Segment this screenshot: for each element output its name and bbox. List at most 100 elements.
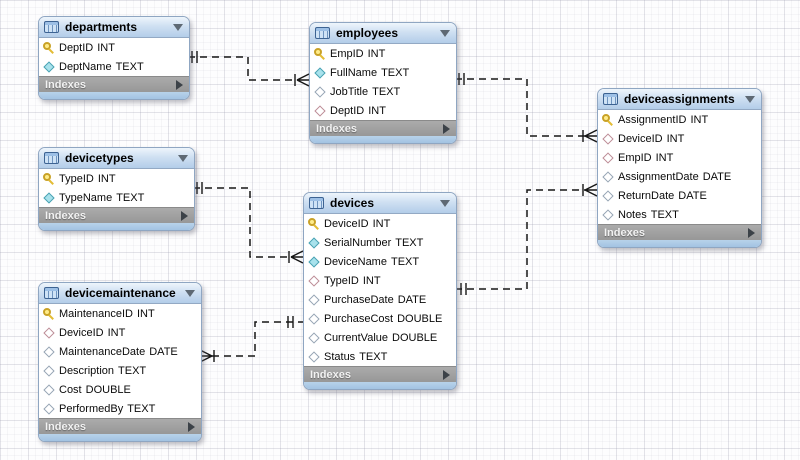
- column-row[interactable]: EmpID INT: [598, 148, 761, 167]
- collapse-arrow-icon[interactable]: [745, 95, 755, 103]
- relationship-devicetypes-devices[interactable]: [193, 182, 304, 264]
- column-name: Description: [59, 364, 115, 377]
- column-row[interactable]: Cost DOUBLE: [39, 380, 201, 399]
- indexes-bar[interactable]: Indexes: [598, 224, 761, 240]
- relationship-departments-employees[interactable]: [188, 51, 310, 87]
- collapse-arrow-icon[interactable]: [178, 154, 188, 162]
- collapse-arrow-icon[interactable]: [185, 289, 195, 297]
- column-type: INT: [367, 47, 386, 60]
- relationship-devices-deviceassignments[interactable]: [455, 183, 598, 295]
- primary-key-icon: [314, 48, 325, 59]
- table-header[interactable]: devicetypes: [39, 148, 194, 169]
- collapse-arrow-icon[interactable]: [440, 199, 450, 207]
- column-type: TEXT: [395, 236, 424, 249]
- column-list: DeptID INT DeptName TEXT: [39, 38, 189, 76]
- expand-arrow-icon[interactable]: [443, 369, 450, 380]
- column-notnull-icon: [308, 256, 319, 267]
- column-row[interactable]: EmpID INT: [310, 44, 456, 63]
- expand-arrow-icon[interactable]: [748, 227, 755, 238]
- column-row[interactable]: DeptName TEXT: [39, 57, 189, 76]
- expand-arrow-icon[interactable]: [176, 79, 183, 90]
- column-row[interactable]: TypeName TEXT: [39, 188, 194, 207]
- column-name: ReturnDate: [618, 189, 675, 202]
- column-row[interactable]: ReturnDate DATE: [598, 186, 761, 205]
- relationship-devices-devicemaintenance[interactable]: [199, 316, 303, 363]
- table-devices[interactable]: devices DeviceID INT SerialNumber TEXT: [303, 192, 457, 390]
- column-row[interactable]: TypeID INT: [304, 271, 456, 290]
- foreign-key-icon: [43, 327, 54, 338]
- primary-key-icon: [308, 218, 319, 229]
- column-type: INT: [368, 104, 386, 117]
- column-name: Cost: [59, 383, 82, 396]
- table-devicetypes[interactable]: devicetypes TypeID INT TypeName TEXT Ind…: [38, 147, 195, 231]
- column-row[interactable]: FullName TEXT: [310, 63, 456, 82]
- column-list: DeviceID INT SerialNumber TEXT DeviceNam…: [304, 214, 456, 366]
- table-title: devicetypes: [65, 151, 134, 165]
- column-row[interactable]: DeviceID INT: [39, 323, 201, 342]
- indexes-bar[interactable]: Indexes: [39, 76, 189, 92]
- table-header[interactable]: deviceassignments: [598, 89, 761, 110]
- indexes-bar[interactable]: Indexes: [304, 366, 456, 382]
- table-header[interactable]: devicemaintenance: [39, 283, 201, 304]
- table-header[interactable]: devices: [304, 193, 456, 214]
- expand-arrow-icon[interactable]: [181, 210, 188, 221]
- column-row[interactable]: AssignmentID INT: [598, 110, 761, 129]
- column-row[interactable]: Description TEXT: [39, 361, 201, 380]
- table-employees[interactable]: employees EmpID INT FullName TEXT: [309, 22, 457, 144]
- column-name: DeviceName: [324, 255, 387, 268]
- column-row[interactable]: DeptID INT: [39, 38, 189, 57]
- column-name: EmpID: [618, 151, 652, 164]
- column-row[interactable]: DeviceID INT: [598, 129, 761, 148]
- table-footer-strip: [39, 434, 201, 441]
- column-row[interactable]: SerialNumber TEXT: [304, 233, 456, 252]
- column-type: INT: [137, 307, 155, 320]
- column-row[interactable]: TypeID INT: [39, 169, 194, 188]
- column-type: TEXT: [115, 60, 144, 73]
- table-header[interactable]: departments: [39, 17, 189, 38]
- indexes-bar[interactable]: Indexes: [39, 418, 201, 434]
- relationship-employees-deviceassignments[interactable]: [455, 73, 598, 143]
- collapse-arrow-icon[interactable]: [173, 23, 183, 31]
- column-name: JobTitle: [330, 85, 369, 98]
- column-name: DeptName: [59, 60, 112, 73]
- expand-arrow-icon[interactable]: [443, 123, 450, 134]
- indexes-bar[interactable]: Indexes: [39, 207, 194, 223]
- column-list: MaintenanceID INT DeviceID INT Maintenan…: [39, 304, 201, 418]
- column-name: PerformedBy: [59, 402, 124, 415]
- column-name: Notes: [618, 208, 647, 221]
- column-type: DOUBLE: [85, 383, 131, 396]
- column-type: INT: [666, 132, 685, 145]
- column-row[interactable]: DeptID INT: [310, 101, 456, 120]
- column-row[interactable]: CurrentValue DOUBLE: [304, 328, 456, 347]
- table-departments[interactable]: departments DeptID INT DeptName TEXT Ind…: [38, 16, 190, 100]
- indexes-label: Indexes: [45, 78, 86, 91]
- indexes-label: Indexes: [316, 122, 357, 135]
- column-row[interactable]: AssignmentDate DATE: [598, 167, 761, 186]
- column-row[interactable]: Notes TEXT: [598, 205, 761, 224]
- column-row[interactable]: MaintenanceDate DATE: [39, 342, 201, 361]
- expand-arrow-icon[interactable]: [188, 421, 195, 432]
- column-row[interactable]: PurchaseDate DATE: [304, 290, 456, 309]
- collapse-arrow-icon[interactable]: [440, 29, 450, 37]
- table-header[interactable]: employees: [310, 23, 456, 44]
- table-deviceassignments[interactable]: deviceassignments AssignmentID INT Devic…: [597, 88, 762, 248]
- column-row[interactable]: MaintenanceID INT: [39, 304, 201, 323]
- column-name: TypeID: [59, 172, 94, 185]
- column-row[interactable]: PurchaseCost DOUBLE: [304, 309, 456, 328]
- indexes-bar[interactable]: Indexes: [310, 120, 456, 136]
- column-row[interactable]: DeviceID INT: [304, 214, 456, 233]
- table-icon: [44, 21, 59, 33]
- column-type: DATE: [678, 189, 707, 202]
- column-nullable-icon: [308, 332, 319, 343]
- column-row[interactable]: Status TEXT: [304, 347, 456, 366]
- table-title: devicemaintenance: [65, 286, 176, 300]
- column-name: TypeID: [324, 274, 359, 287]
- column-row[interactable]: JobTitle TEXT: [310, 82, 456, 101]
- table-devicemaintenance[interactable]: devicemaintenance MaintenanceID INT Devi…: [38, 282, 202, 442]
- column-row[interactable]: PerformedBy TEXT: [39, 399, 201, 418]
- foreign-key-icon: [314, 105, 325, 116]
- column-row[interactable]: DeviceName TEXT: [304, 252, 456, 271]
- column-nullable-icon: [43, 346, 54, 357]
